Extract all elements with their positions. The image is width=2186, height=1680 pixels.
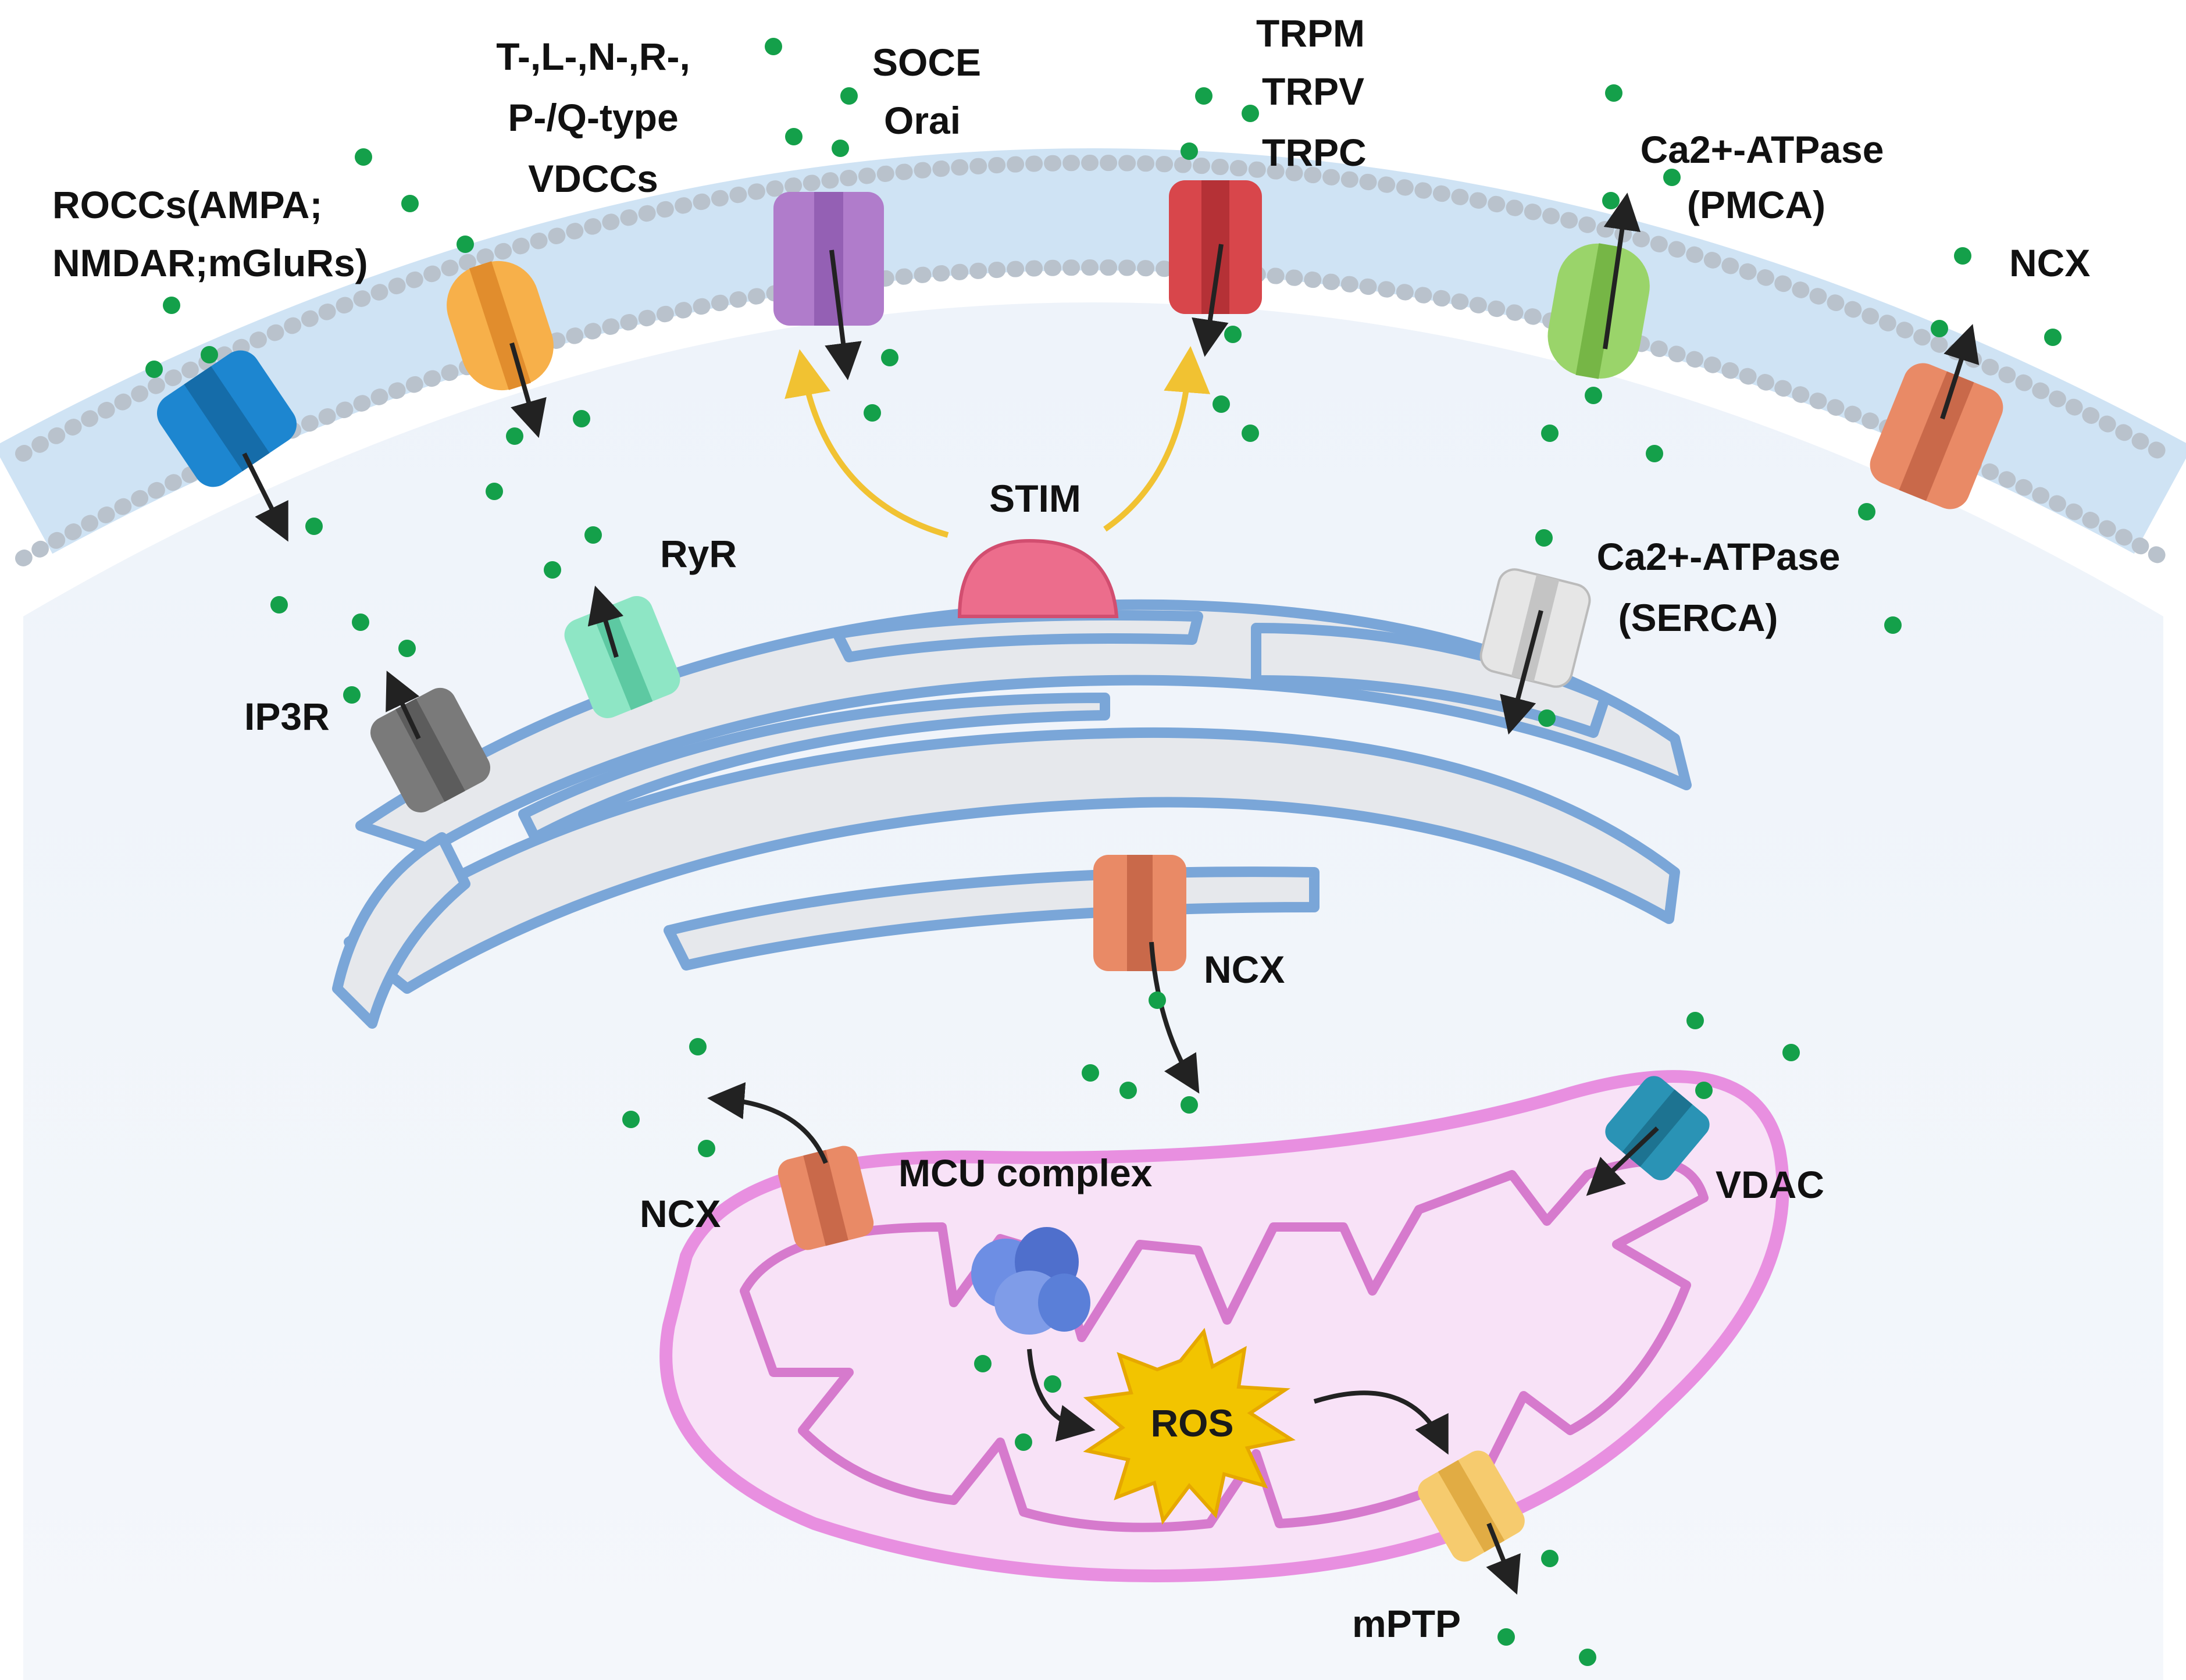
label-pmca-line1: Ca2+-ATPase bbox=[1641, 128, 1884, 171]
mptp-pore bbox=[1418, 1450, 1525, 1562]
ncx-membrane-exchanger bbox=[1870, 363, 2003, 509]
label-ncx-mito: NCX bbox=[640, 1192, 721, 1235]
label-serca-line1: Ca2+-ATPase bbox=[1597, 535, 1841, 578]
stim-signal-arrows bbox=[784, 346, 1211, 538]
label-stim: STIM bbox=[989, 477, 1081, 520]
label-trpc: TRPC bbox=[1262, 131, 1367, 174]
label-vdac: VDAC bbox=[1716, 1163, 1824, 1206]
label-trpm: TRPM bbox=[1256, 12, 1365, 55]
flux-arrows bbox=[242, 192, 1980, 1595]
label-orai: Orai bbox=[884, 99, 961, 142]
label-ip3r: IP3R bbox=[244, 695, 330, 738]
mcu-complex bbox=[971, 1227, 1090, 1335]
label-roccs-line1: ROCCs(AMPA; bbox=[52, 183, 322, 226]
label-vdcc-line1: T-,L-,N-,R-, bbox=[496, 35, 690, 78]
label-ros: ROS bbox=[1150, 1401, 1233, 1444]
ncx-er-exchanger bbox=[1093, 855, 1186, 971]
labels: ROCCs(AMPA; NMDAR;mGluRs) T-,L-,N-,R-, P… bbox=[52, 12, 2090, 1645]
orai-channel bbox=[773, 192, 884, 326]
label-pmca-line2: (PMCA) bbox=[1687, 183, 1825, 226]
label-ncx-er: NCX bbox=[1204, 948, 1285, 991]
pmca-pump bbox=[1547, 243, 1650, 379]
ncx-mito-exchanger bbox=[778, 1146, 874, 1250]
label-mcu: MCU complex bbox=[898, 1151, 1153, 1194]
stim-protein bbox=[957, 538, 1119, 618]
label-roccs-line2: NMDAR;mGluRs) bbox=[52, 241, 368, 284]
label-mptp: mPTP bbox=[1352, 1602, 1461, 1645]
calcium-ions bbox=[145, 38, 2062, 1666]
label-trpv: TRPV bbox=[1262, 70, 1364, 113]
label-vdcc-line3: VDCCs bbox=[528, 157, 658, 200]
label-soce: SOCE bbox=[872, 41, 981, 84]
label-ncx-membrane: NCX bbox=[2009, 241, 2090, 284]
label-ryr: RyR bbox=[660, 532, 737, 575]
label-vdcc-line2: P-/Q-type bbox=[508, 96, 678, 139]
ros-burst bbox=[1083, 1328, 1296, 1525]
plasma-membrane bbox=[0, 148, 2186, 566]
rocc-channel bbox=[156, 350, 297, 487]
label-serca-line2: (SERCA) bbox=[1618, 596, 1778, 639]
